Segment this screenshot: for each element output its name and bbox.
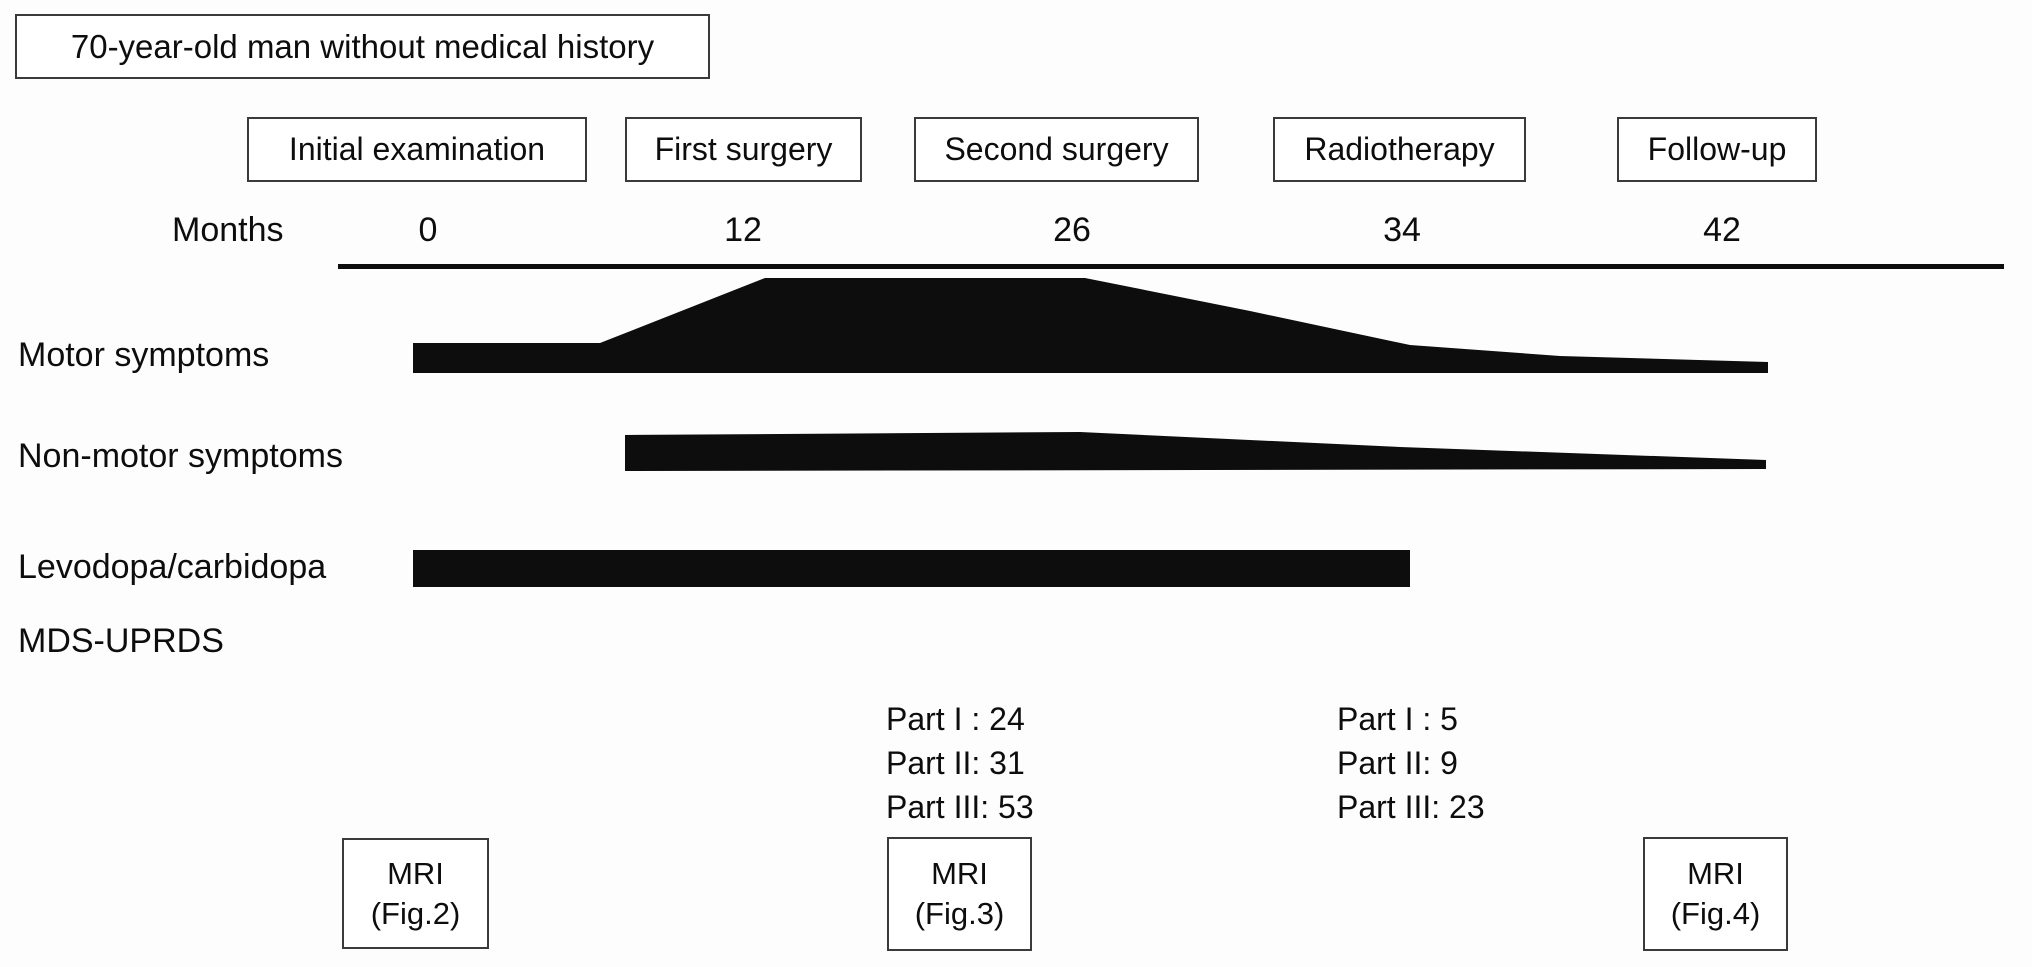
levodopa-bar: [413, 550, 1410, 587]
mri-figure-ref: (Fig.4): [1670, 896, 1761, 931]
score-line-part3: Part III: 23: [1337, 789, 1485, 825]
event-box-radiotherapy: Radiotherapy: [1273, 117, 1526, 182]
patient-label: 70-year-old man without medical history: [70, 27, 655, 65]
non-motor-symptoms-shape: [625, 432, 1766, 471]
mri-label: MRI: [1687, 856, 1744, 891]
score-line-part1: Part I : 5: [1337, 701, 1458, 737]
motor-symptoms-shape: [413, 278, 1768, 373]
month-tick-26: 26: [1053, 211, 1091, 249]
score-line-part2: Part II: 9: [1337, 745, 1458, 781]
row-label-non-motor-symptoms: Non-motor symptoms: [18, 437, 343, 475]
mri-box-fig3: MRI (Fig.3): [887, 837, 1032, 951]
mri-label: MRI: [387, 855, 444, 891]
score-line-part3: Part III: 53: [886, 789, 1034, 825]
row-label-levodopa-carbidopa: Levodopa/carbidopa: [18, 548, 327, 586]
months-axis-label: Months: [172, 211, 284, 249]
month-tick-12: 12: [724, 211, 762, 249]
patient-box: 70-year-old man without medical history: [15, 14, 710, 79]
event-label: First surgery: [654, 131, 833, 167]
score-block-second-surgery: Part I : 24 Part II: 31 Part III: 53: [886, 697, 1034, 829]
row-label-motor-symptoms: Motor symptoms: [18, 336, 270, 374]
score-line-part2: Part II: 31: [886, 745, 1025, 781]
mri-box-fig2: MRI (Fig.2): [342, 838, 489, 949]
mri-figure-ref: (Fig.3): [914, 896, 1005, 931]
mri-box-fig4: MRI (Fig.4): [1643, 837, 1788, 951]
event-label: Second surgery: [944, 131, 1169, 167]
event-label: Initial examination: [288, 131, 546, 167]
timeline-axis: [338, 264, 2004, 269]
score-line-part1: Part I : 24: [886, 701, 1025, 737]
event-box-follow-up: Follow-up: [1617, 117, 1817, 182]
mri-label: MRI: [931, 856, 988, 891]
mri-figure-ref: (Fig.2): [370, 895, 461, 931]
event-label: Follow-up: [1647, 131, 1787, 167]
month-tick-34: 34: [1383, 211, 1421, 249]
score-block-radiotherapy: Part I : 5 Part II: 9 Part III: 23: [1337, 697, 1485, 829]
row-label-mds-uprds: MDS-UPRDS: [18, 622, 224, 660]
event-box-second-surgery: Second surgery: [914, 117, 1199, 182]
event-box-initial-examination: Initial examination: [247, 117, 587, 182]
event-label: Radiotherapy: [1304, 131, 1495, 167]
month-tick-42: 42: [1703, 211, 1741, 249]
month-tick-0: 0: [418, 211, 438, 249]
event-box-first-surgery: First surgery: [625, 117, 862, 182]
